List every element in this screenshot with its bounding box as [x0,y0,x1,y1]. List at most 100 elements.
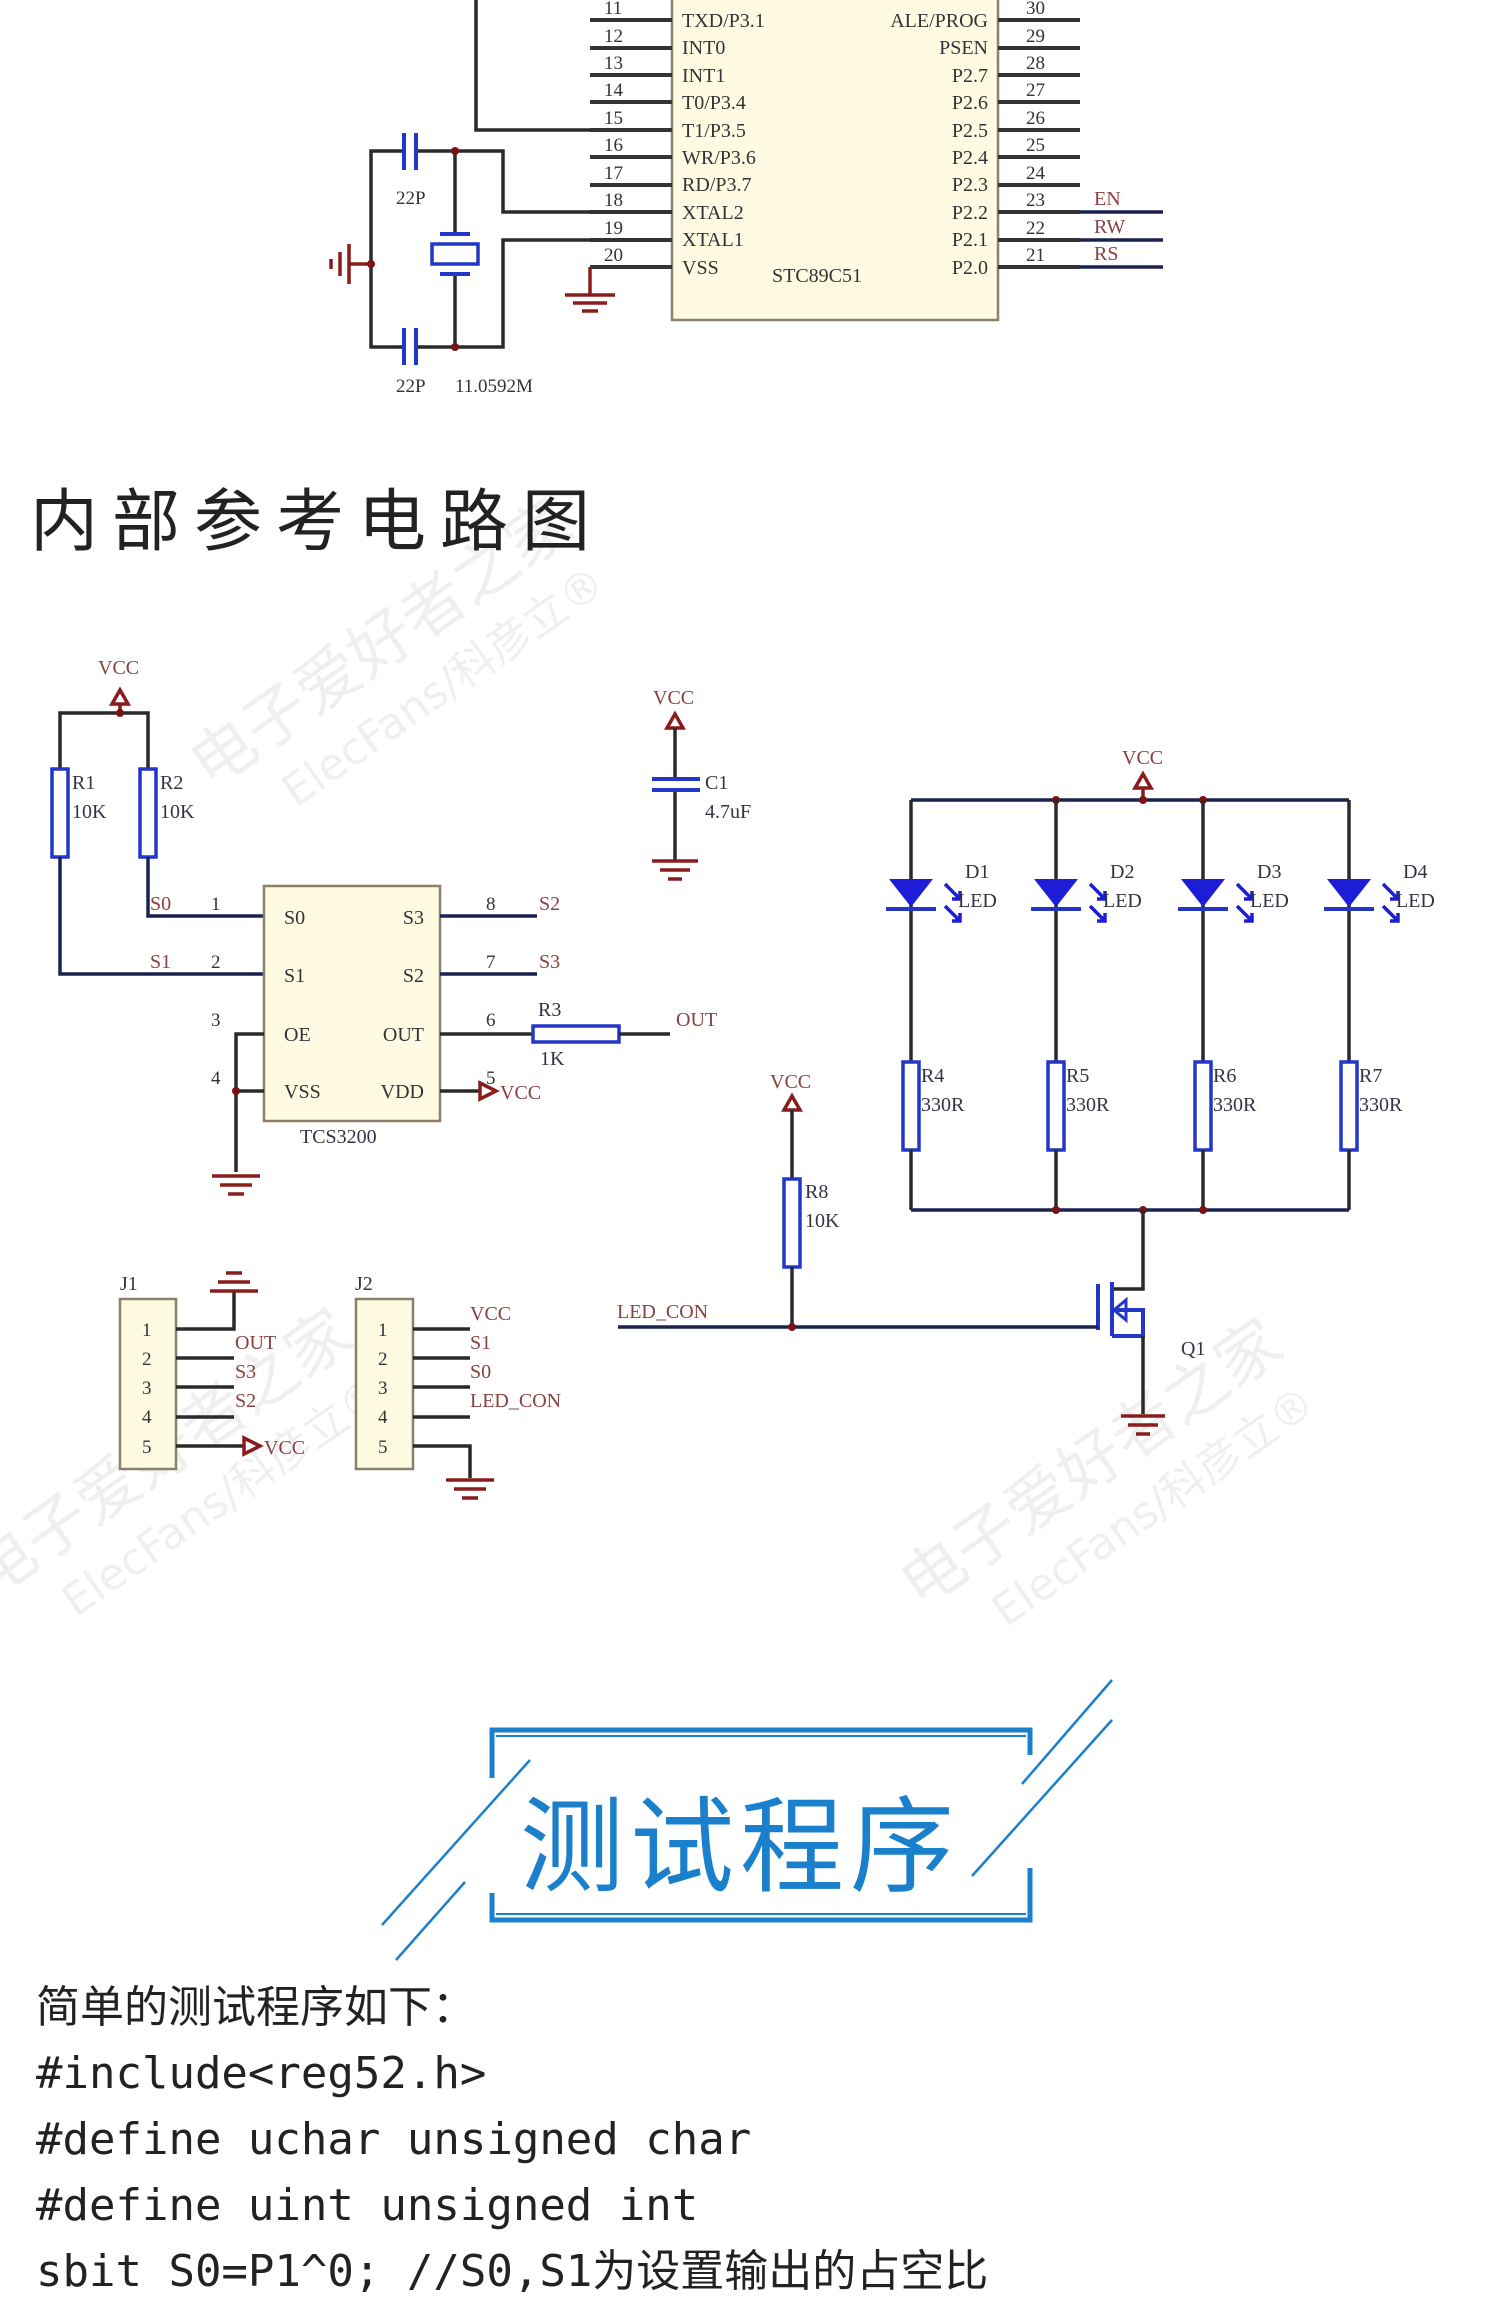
net-label: S2 [235,1390,256,1412]
led-icon [1327,879,1371,907]
net-label: OUT [235,1332,276,1354]
pin-label: S2 [403,965,424,987]
vcc-arrow-icon [242,1435,264,1457]
section-heading: 内部参考电路图 [30,483,605,562]
ground-icon [329,244,371,284]
wire-pin15 [474,0,590,132]
mosfet-q1: Q1 [1096,1210,1205,1436]
pin-number: 5 [486,1068,496,1089]
j2-ref: J2 [355,1273,373,1295]
led-type: LED [958,890,997,912]
pin-number: 3 [378,1378,388,1399]
pin-number: 29 [1026,26,1045,47]
pin-number: 18 [604,190,623,211]
r3-value: 1K [540,1048,565,1070]
cap-value-top: 22P [396,188,426,209]
c1-ref: C1 [705,772,728,794]
mcu-left-pins: 11 12 13 14 15 16 17 18 19 20 TXD/P3.1 I… [590,0,765,279]
j2-body [354,1297,415,1471]
led-icon [1034,879,1078,907]
net-label: VCC [264,1437,305,1459]
led-column: D3 LED R6 330R [1178,800,1289,1210]
net-label-en: EN [1094,188,1121,210]
resistor-value: 330R [1359,1094,1403,1116]
resistor [901,1060,921,1152]
watermark: 电子爱好者之家 ElecFans/科彦立® [0,1296,394,1627]
pin-label: OE [284,1024,311,1046]
led-column: D4 LED R7 330R [1324,800,1435,1210]
led-ref: D4 [1403,861,1427,883]
mcu-block: 11 12 13 14 15 16 17 18 19 20 TXD/P3.1 I… [329,0,1163,397]
pin-label: PSEN [939,37,988,59]
ground-icon [446,1478,494,1500]
net-label-led-con: LED_CON [617,1301,708,1323]
led-column: D1 LED R4 330R [886,800,997,1210]
pin-number: 24 [1026,163,1046,184]
pin-number: 1 [211,894,221,915]
pin-label: INT0 [682,37,725,59]
led-column: D2 LED R5 330R [1031,800,1142,1210]
tcs3200-part-label: TCS3200 [300,1126,377,1148]
led-ref: D1 [965,861,989,883]
net-label-s3: S3 [539,951,560,973]
net-label-s0: S0 [150,893,171,915]
resistor-ref: R7 [1359,1065,1382,1087]
net-label-rw: RW [1094,216,1125,238]
pin-label: P2.7 [952,65,988,87]
pin-label: T0/P3.4 [682,92,746,114]
code-line: sbit S0=P1^0; //S0,S1为设置输出的占空比 [36,2246,989,2297]
r2-value: 10K [160,801,195,823]
pin-number: 15 [604,108,623,129]
j1-ref: J1 [120,1273,138,1295]
pin-number: 4 [211,1068,221,1089]
resistor-ref: R4 [921,1065,944,1087]
resistor-ref: R6 [1213,1065,1236,1087]
led-icon [889,879,933,907]
pin-number: 16 [604,135,623,156]
pin-number: 27 [1026,80,1045,101]
resistor [1339,1060,1359,1152]
pin-label: S0 [284,907,305,929]
mcu-part-label: STC89C51 [772,265,862,287]
vcc-label: VCC [653,687,694,709]
pin-number: 26 [1026,108,1045,129]
r8-ref: R8 [805,1181,828,1203]
led-driver-block: VCC D1 LED R4 330R D2 LED [617,747,1435,1436]
banner-frame [381,1679,1113,1961]
r2-ref: R2 [160,772,183,794]
pin-number: 4 [378,1407,388,1428]
connector-j1: J1 1 2 3 4 5 OUT S3 S2 VCC [118,1271,305,1471]
resistor-value: 330R [1213,1094,1257,1116]
r3-ref: R3 [538,999,561,1021]
pin-label: S1 [284,965,305,987]
pin-number: 8 [486,894,496,915]
pin-number: 20 [604,245,623,266]
pin-label: VSS [284,1081,321,1103]
pin-number: 1 [378,1320,388,1341]
pin-label: P2.0 [952,257,988,279]
pin-number: 12 [604,26,623,47]
r1-value: 10K [72,801,107,823]
pin-number: 17 [604,163,623,184]
pin-number: 4 [142,1407,152,1428]
r8-value: 10K [805,1210,840,1232]
resistor-ref: R5 [1066,1065,1089,1087]
j1-body [118,1297,178,1471]
pin-number: 11 [604,0,622,19]
net-label-s1: S1 [150,951,171,973]
pin-label: TXD/P3.1 [682,10,765,32]
pin-number: 13 [604,53,623,74]
code-line: #include<reg52.h> [36,2048,487,2099]
net-label: S3 [235,1361,256,1383]
decoupling-cap-c1: VCC C1 4.7uF [652,687,751,881]
pin-label: WR/P3.6 [682,147,756,169]
pin-number: 3 [211,1010,221,1031]
pin-label: P2.3 [952,174,988,196]
pin-label: RD/P3.7 [682,174,751,196]
resistor-r3 [531,1024,621,1044]
resistor [1193,1060,1213,1152]
q1-ref: Q1 [1181,1338,1205,1360]
pin-number: 19 [604,218,623,239]
pin-number: 1 [142,1320,152,1341]
